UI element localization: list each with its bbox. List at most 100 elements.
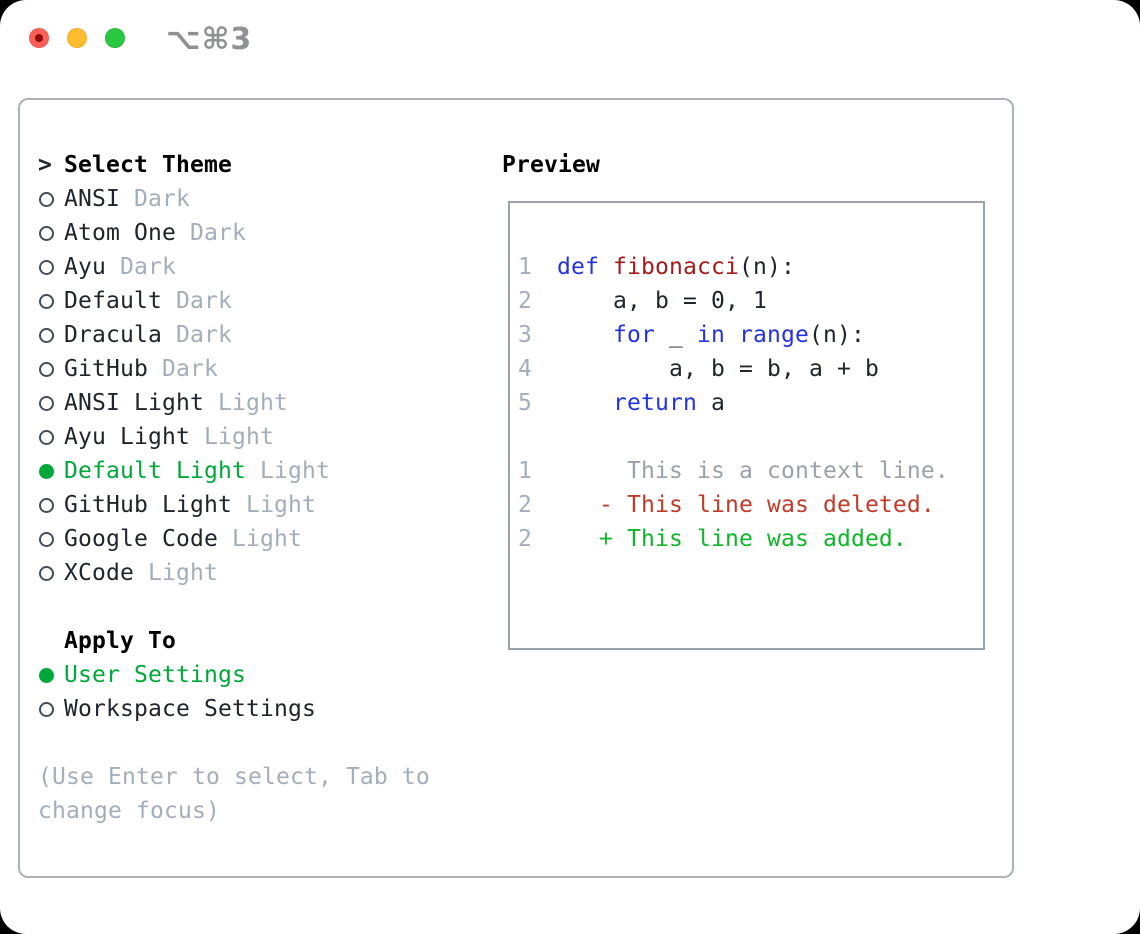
code-token: - This line was deleted. <box>557 492 935 518</box>
line-number: 3 <box>518 322 532 348</box>
option-label: Default Light <box>64 458 246 484</box>
apply-to-title: Apply To <box>64 628 176 654</box>
option-label: ANSI Light <box>64 390 204 416</box>
radio-dot <box>39 327 54 343</box>
minimize-button[interactable] <box>67 28 87 48</box>
radio-dot <box>39 293 54 309</box>
apply-to-option[interactable]: User Settings <box>38 658 430 692</box>
variant-tag: Light <box>245 458 330 484</box>
variant-tag: Dark <box>147 356 218 382</box>
focus-caret: > <box>38 152 52 178</box>
radio-dot <box>39 361 54 377</box>
theme-option[interactable]: XCode Light <box>38 556 430 590</box>
option-label: Ayu Light <box>64 424 190 450</box>
code-token <box>725 322 739 348</box>
traffic-lights <box>29 28 125 48</box>
radio-dot <box>39 259 54 275</box>
radio-icon <box>38 429 64 445</box>
line-number: 1 <box>518 254 532 280</box>
help-line: change focus) <box>38 798 220 824</box>
code-token: return <box>613 390 697 416</box>
option-label: Default <box>64 288 162 314</box>
code-token: a <box>696 390 725 416</box>
variant-tag: Dark <box>161 288 232 314</box>
theme-option[interactable]: ANSI Light Light <box>38 386 430 420</box>
theme-option[interactable]: Atom One Dark <box>38 216 430 250</box>
help-line: (Use Enter to select, Tab to <box>38 764 430 790</box>
option-label: User Settings <box>64 662 246 688</box>
theme-option[interactable]: Dracula Dark <box>38 318 430 352</box>
option-label: Google Code <box>64 526 218 552</box>
preview-code-line: 3 for _ in range(n): <box>510 318 983 352</box>
theme-option[interactable]: Ayu Light Light <box>38 420 430 454</box>
preview-code-line: 5 return a <box>510 386 983 420</box>
preview-code-line: 2 a, b = 0, 1 <box>510 284 983 318</box>
line-number: 5 <box>518 390 532 416</box>
radio-dot <box>39 565 54 581</box>
code-token: _ <box>655 322 697 348</box>
preview-code-line <box>510 420 983 454</box>
variant-tag: Dark <box>161 322 232 348</box>
code-token: a, b = b, a + b <box>557 356 879 382</box>
code-token: fibonacci <box>613 254 739 280</box>
theme-option[interactable]: GitHub Light Light <box>38 488 430 522</box>
variant-tag: Dark <box>106 254 176 280</box>
radio-dot <box>39 395 54 411</box>
zoom-button[interactable] <box>105 28 125 48</box>
code-token <box>557 390 613 416</box>
theme-option[interactable]: Default Dark <box>38 284 430 318</box>
radio-icon <box>38 531 64 547</box>
option-label: GitHub <box>64 356 148 382</box>
theme-option[interactable]: GitHub Dark <box>38 352 430 386</box>
radio-icon <box>38 361 64 377</box>
option-label: Ayu <box>64 254 106 280</box>
code-token: range <box>739 322 809 348</box>
help-text: (Use Enter to select, Tab to change focus… <box>38 760 430 828</box>
radio-icon <box>38 293 64 309</box>
option-label: Dracula <box>64 322 162 348</box>
option-label: ANSI <box>64 186 120 212</box>
code-token: for <box>613 322 655 348</box>
preview-title: Preview <box>502 152 600 178</box>
code-token: in <box>697 322 725 348</box>
radio-icon <box>38 395 64 411</box>
theme-option[interactable]: Google Code Light <box>38 522 430 556</box>
radio-selected-icon <box>38 463 64 479</box>
theme-option[interactable]: Ayu Dark <box>38 250 430 284</box>
radio-icon <box>38 565 64 581</box>
variant-tag: Light <box>203 390 288 416</box>
apply-to-option[interactable]: Workspace Settings <box>38 692 430 726</box>
variant-tag: Light <box>134 560 218 586</box>
line-number: 4 <box>518 356 532 382</box>
spacer <box>38 590 430 624</box>
preview-code-line: 2 - This line was deleted. <box>510 488 983 522</box>
code-token <box>557 322 613 348</box>
radio-dot <box>39 191 54 207</box>
radio-icon <box>38 701 64 717</box>
close-button[interactable] <box>29 28 49 48</box>
radio-icon <box>38 225 64 241</box>
radio-icon <box>38 259 64 275</box>
preview-code-line: 2 + This line was added. <box>510 522 983 556</box>
theme-option[interactable]: ANSI Dark <box>38 182 430 216</box>
line-number: 2 <box>518 492 532 518</box>
radio-dot <box>39 701 54 717</box>
radio-dot <box>39 531 54 547</box>
radio-icon <box>38 327 64 343</box>
variant-tag: Light <box>231 492 316 518</box>
variant-tag: Dark <box>175 220 246 246</box>
variant-tag: Light <box>217 526 302 552</box>
select-theme-header: > Select Theme <box>38 148 430 182</box>
radio-dot <box>39 667 54 683</box>
radio-selected-icon <box>38 667 64 683</box>
apply-to-header: Apply To <box>38 624 430 658</box>
code-token: + This line was added. <box>557 526 907 552</box>
theme-option[interactable]: Default Light Light <box>38 454 430 488</box>
line-number: 1 <box>518 458 532 484</box>
window-title: ⌥⌘3 <box>166 22 253 57</box>
code-token: (n): <box>738 254 795 280</box>
